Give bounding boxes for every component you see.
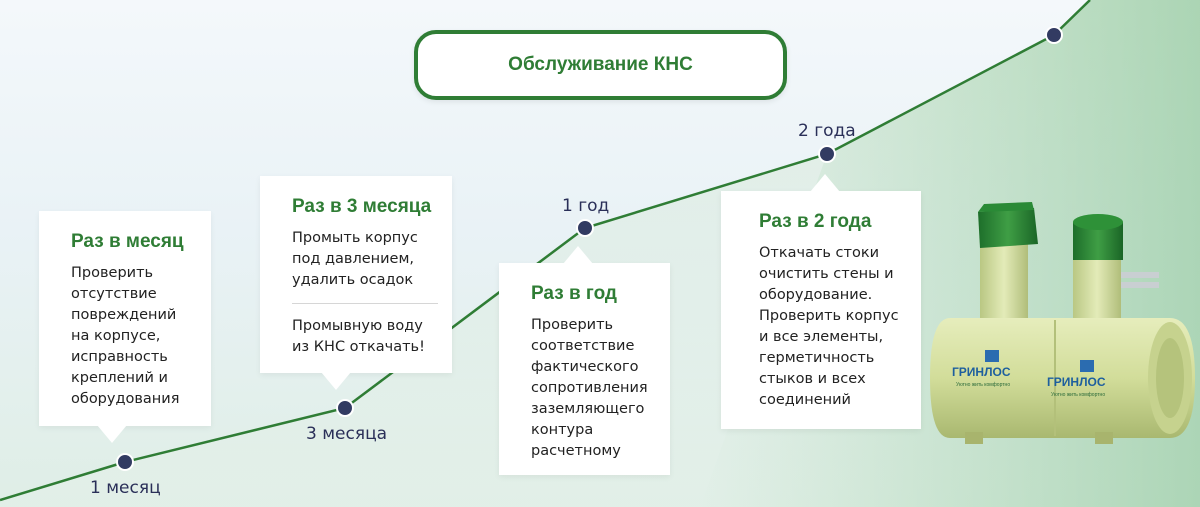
card-pointer bbox=[563, 246, 593, 264]
timeline-label-1-month: 1 месяц bbox=[90, 478, 161, 498]
timeline-dot-1-month bbox=[116, 453, 134, 471]
brand-logo: ГРИНЛОС Уютно жить комфортно bbox=[1047, 360, 1106, 398]
timeline-label-3-months: 3 месяца bbox=[306, 424, 388, 444]
card-text: Промыть корпус под давлением, удалить ос… bbox=[292, 230, 418, 288]
diagram-title: Обслуживание КНС bbox=[508, 54, 693, 75]
timeline-dot-3-months bbox=[336, 399, 354, 417]
card-pointer bbox=[321, 372, 351, 390]
timeline-dot-2-years bbox=[818, 145, 836, 163]
card-text: Проверить отсутствие повреждений на корп… bbox=[71, 265, 180, 407]
timeline-label-1-year: 1 год bbox=[562, 196, 610, 216]
card-yearly: Раз в год Проверить соответствие фактиче… bbox=[499, 263, 670, 475]
svg-text:ГРИНЛОС: ГРИНЛОС bbox=[1047, 375, 1106, 389]
brand-logo: ГРИНЛОС Уютно жить комфортно bbox=[952, 350, 1011, 388]
timeline-label-2-years: 2 года bbox=[798, 121, 856, 141]
svg-text:Уютно жить комфортно: Уютно жить комфортно bbox=[1051, 392, 1105, 398]
svg-text:Уютно жить комфортно: Уютно жить комфортно bbox=[956, 382, 1010, 388]
card-biennial: Раз в 2 года Откачать стоки очистить сте… bbox=[721, 191, 921, 429]
card-title: Раз в год bbox=[531, 283, 617, 304]
card-pointer bbox=[810, 174, 840, 192]
card-text-warning: Промывную воду из КНС откачать! bbox=[292, 318, 425, 355]
card-quarterly: Раз в 3 месяца Промыть корпус под давлен… bbox=[260, 176, 452, 373]
card-divider bbox=[292, 303, 438, 304]
card-pointer bbox=[97, 425, 127, 443]
title-box: Обслуживание КНС bbox=[414, 30, 787, 100]
card-title: Раз в 2 года bbox=[759, 211, 872, 232]
card-title: Раз в 3 месяца bbox=[292, 196, 432, 217]
kns-tank-illustration: ГРИНЛОС Уютно жить комфортно ГРИНЛОС Уют… bbox=[930, 202, 1195, 444]
card-text: Проверить соответствие фактического сопр… bbox=[531, 317, 648, 459]
svg-text:ГРИНЛОС: ГРИНЛОС bbox=[952, 365, 1011, 379]
timeline-dot-end bbox=[1045, 26, 1063, 44]
card-text: Откачать стоки очистить стены и оборудов… bbox=[759, 245, 899, 408]
card-title: Раз в месяц bbox=[71, 231, 184, 252]
card-monthly: Раз в месяц Проверить отсутствие поврежд… bbox=[39, 211, 211, 426]
timeline-dot-1-year bbox=[576, 219, 594, 237]
